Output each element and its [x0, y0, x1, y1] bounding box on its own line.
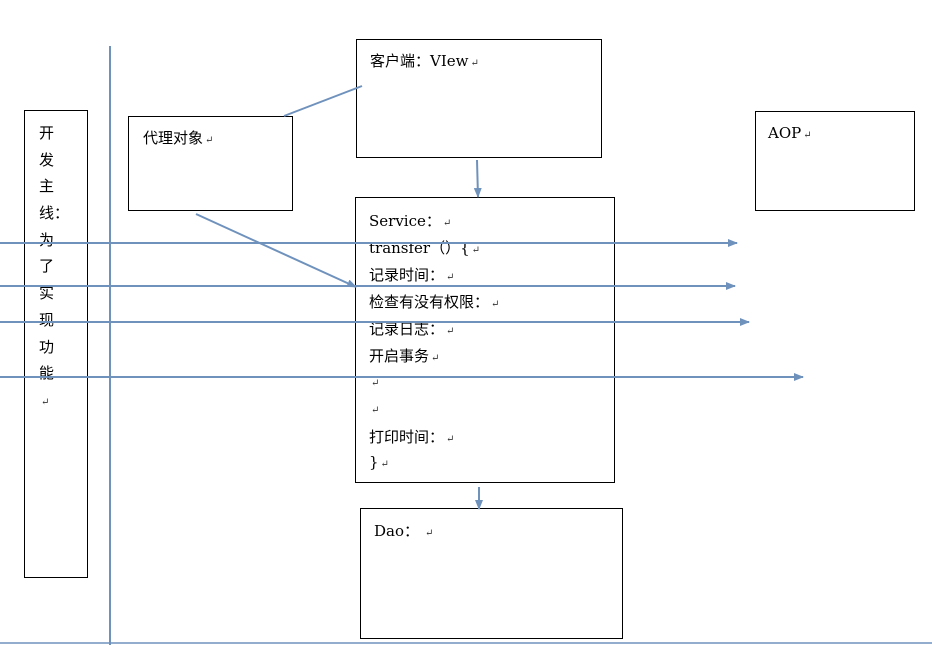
- service-line: 检查有没有权限：↵: [369, 293, 500, 311]
- dev-mainline-char: 实: [39, 284, 55, 303]
- service-line: 开启事务↵: [369, 347, 440, 365]
- service-line: 记录时间：↵: [369, 266, 455, 284]
- proxy-client-connector: [283, 85, 363, 117]
- dev-mainline-char: 功: [39, 337, 55, 356]
- dev-mainline-char: 能↵: [39, 364, 55, 408]
- dev-mainline-char: 为: [39, 230, 55, 249]
- service-line: ↵: [371, 405, 380, 416]
- service-line: ↵: [371, 378, 380, 389]
- return-mark: ↵: [425, 528, 434, 539]
- dev-mainline-char: 线：↵: [39, 204, 70, 248]
- client-view-label: 客户端：VIew: [370, 52, 469, 70]
- dev-mainline-char: 现: [39, 310, 55, 329]
- dev-mainline-char: 开: [39, 124, 55, 142]
- client-view-box: 客户端：VIew↵: [356, 39, 602, 158]
- service-line: }↵: [369, 453, 389, 471]
- aop-label: AOP: [768, 124, 802, 142]
- dev-mainline-char: 主: [39, 177, 55, 196]
- service-line: 记录日志：↵: [369, 320, 455, 338]
- service-line: transfer（）{↵: [369, 239, 481, 257]
- service-line: 打印时间：↵: [369, 428, 455, 446]
- service-box: [355, 197, 615, 483]
- proxy-object-label: 代理对象: [143, 129, 204, 147]
- return-mark: ↵: [803, 130, 812, 141]
- dev-mainline-text: 开 发 主 线：↵ 为 了 实 现 功 能↵: [39, 120, 70, 408]
- aop-box: AOP↵: [755, 111, 915, 211]
- dev-mainline-char: 发: [39, 150, 55, 169]
- proxy-service-arrow: [195, 213, 357, 288]
- dev-mainline-box: [24, 110, 88, 578]
- return-mark: ↵: [470, 58, 479, 69]
- dev-mainline-char: 了: [39, 257, 55, 276]
- service-line: Service：↵: [369, 212, 452, 230]
- client-service-arrow: [473, 159, 482, 198]
- dao-label: Dao：: [374, 522, 420, 540]
- proxy-object-box: 代理对象↵: [128, 116, 293, 211]
- dao-box: Dao： ↵: [360, 508, 623, 639]
- return-mark: ↵: [205, 135, 214, 146]
